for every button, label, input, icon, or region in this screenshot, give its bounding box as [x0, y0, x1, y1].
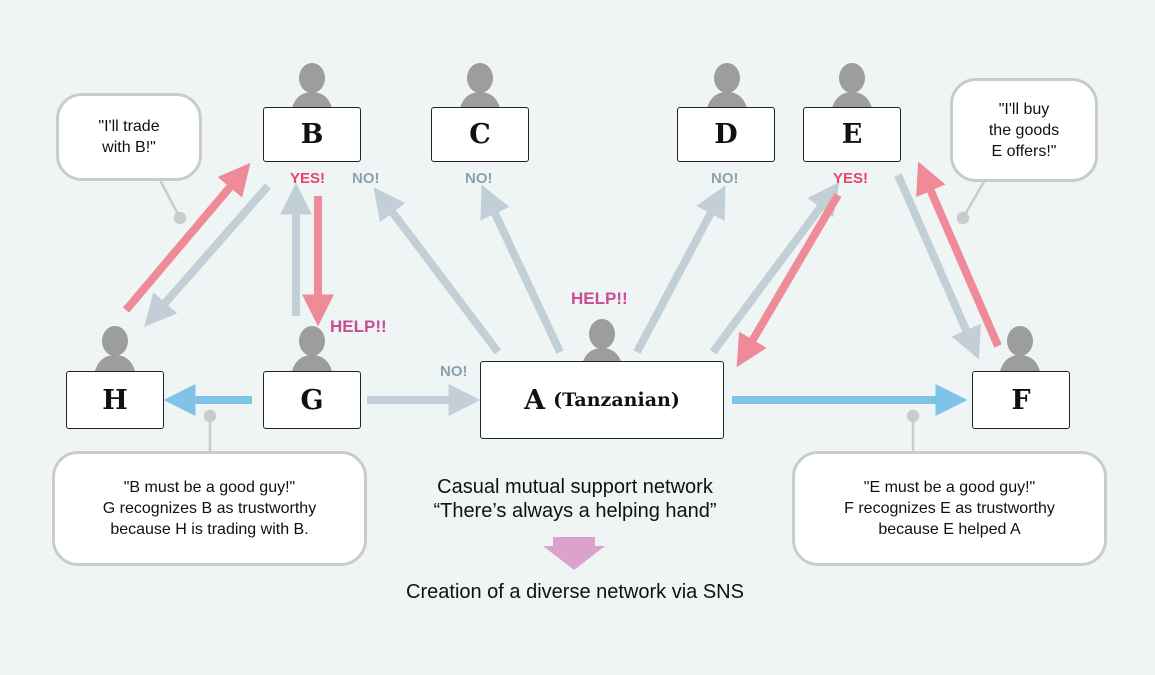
arrow-b-to-h	[144, 183, 272, 327]
node-c: C	[431, 107, 529, 162]
node-b: B	[263, 107, 361, 162]
a-help-label: HELP!!	[571, 289, 628, 308]
e-yes-label: YES!	[833, 170, 869, 187]
arrow-a-to-b	[373, 187, 502, 355]
arrows	[122, 161, 1002, 416]
g-no-label: NO!	[440, 363, 468, 380]
b-no-label: NO!	[352, 170, 380, 187]
node-f-label: F	[1011, 384, 1031, 416]
bubble-line: "I'll trade	[98, 118, 160, 135]
bubble-line: E offers!"	[991, 142, 1057, 160]
g-note-bubble: "B must be a good guy!" G recognizes B a…	[52, 451, 367, 566]
node-a: A (Tanzanian)	[480, 361, 724, 439]
bubble-line: "E must be a good guy!"	[863, 479, 1036, 496]
bubble-line: because E helped A	[878, 521, 1021, 538]
node-h: H	[66, 371, 164, 429]
arrow-h-to-b	[122, 162, 251, 313]
arrow-a-to-c	[480, 184, 564, 354]
arrow-e-to-a	[736, 192, 842, 368]
caption-line-2: “There’s always a helping hand”	[433, 500, 717, 522]
bubble-line: because H is trading with B.	[110, 521, 309, 538]
node-c-label: C	[469, 119, 491, 150]
node-b-label: B	[300, 119, 324, 150]
caption-block: Casual mutual support network “There’s a…	[375, 475, 775, 523]
f-quote-bubble: "I'll buy the goods E offers!"	[950, 78, 1098, 182]
node-a-label: A	[524, 384, 546, 416]
node-e-label: E	[841, 119, 863, 150]
d-no-label: NO!	[711, 170, 739, 187]
result-caption: Creation of a diverse network via SNS	[406, 581, 744, 603]
down-arrow-icon	[543, 537, 605, 570]
caption-line-1: Casual mutual support network	[437, 476, 713, 498]
node-d-label: D	[714, 119, 738, 150]
bubble-line: with B!"	[102, 139, 156, 156]
h-quote-bubble: "I'll trade with B!"	[56, 93, 202, 181]
node-h-label: H	[102, 384, 128, 416]
node-f: F	[972, 371, 1070, 429]
node-g-label: G	[300, 384, 324, 416]
node-g: G	[263, 371, 361, 429]
c-no-label: NO!	[465, 170, 493, 187]
bubble-line: F recognizes E as trustworthy	[844, 500, 1055, 517]
arrow-f-to-e	[916, 161, 1002, 348]
bubble-tails	[158, 179, 987, 452]
bubble-line: "B must be a good guy!"	[123, 479, 296, 496]
bubble-line: G recognizes B as trustworthy	[102, 500, 317, 517]
arrow-a-to-e	[709, 182, 840, 355]
g-help-label: HELP!!	[330, 317, 387, 336]
bubble-line: the goods	[988, 121, 1060, 139]
b-yes-label: YES!	[290, 170, 326, 187]
bubble-line: "I'll buy	[998, 100, 1050, 118]
node-e: E	[803, 107, 901, 162]
node-d: D	[677, 107, 775, 162]
f-note-bubble: "E must be a good guy!" F recognizes E a…	[792, 451, 1107, 566]
arrow-a-to-d	[633, 185, 726, 354]
arrow-e-to-f	[894, 173, 981, 360]
node-a-sublabel: (Tanzanian)	[553, 389, 680, 411]
